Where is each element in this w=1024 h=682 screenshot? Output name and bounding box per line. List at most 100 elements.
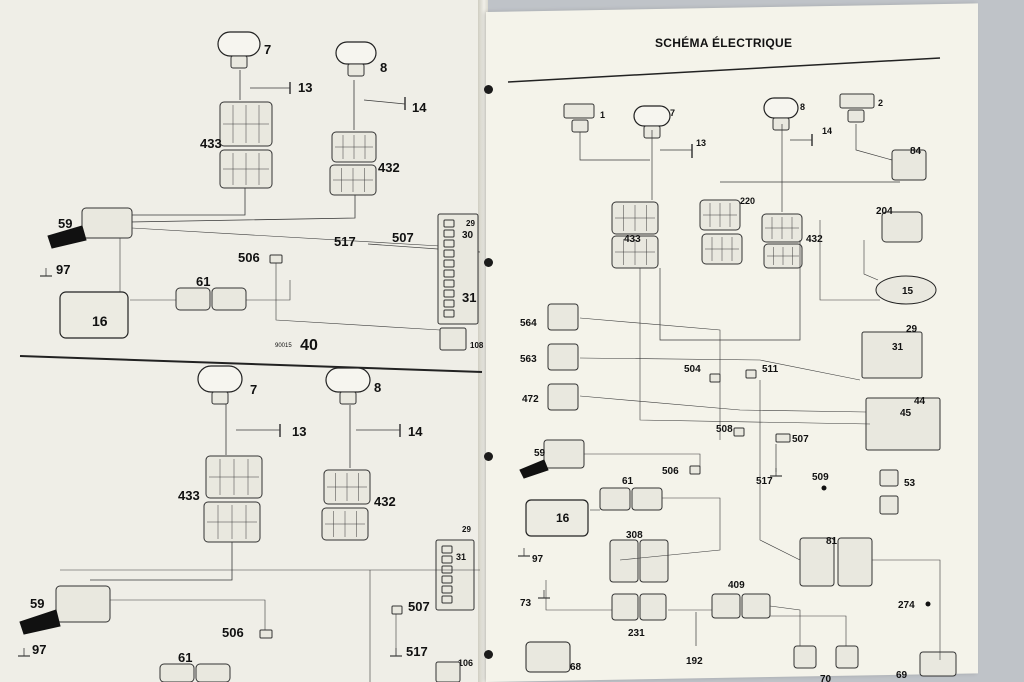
component-label: 472 xyxy=(522,394,539,405)
wire xyxy=(90,542,233,581)
lamp-socket xyxy=(571,119,589,133)
component-label: 192 xyxy=(686,656,703,667)
component-label: 308 xyxy=(626,530,643,541)
component-label: 517 xyxy=(406,644,428,659)
figure-reference-code: 90015 xyxy=(275,343,292,349)
component-label: 506 xyxy=(662,466,679,477)
component-label: 507 xyxy=(792,434,809,445)
component-label: 8 xyxy=(380,60,387,75)
wire xyxy=(131,227,441,247)
connector-block xyxy=(799,537,835,587)
lamp-socket xyxy=(211,391,229,405)
component-label: 432 xyxy=(806,234,823,245)
component-label: 13 xyxy=(696,138,706,148)
component-label: 13 xyxy=(298,80,312,95)
fuse xyxy=(443,239,455,248)
lamp-lens xyxy=(217,31,261,57)
component-label: 45 xyxy=(900,408,912,419)
component-label: 29 xyxy=(462,525,471,534)
fuse-box xyxy=(861,331,923,379)
wire xyxy=(579,317,721,440)
binder-hole xyxy=(484,452,493,461)
fuse xyxy=(441,585,453,594)
component-label: 432 xyxy=(374,494,396,509)
component-label: 7 xyxy=(250,382,257,397)
component-label: 506 xyxy=(222,625,244,640)
connector-block xyxy=(439,327,467,351)
component-label: 2 xyxy=(878,98,883,108)
lamp-socket xyxy=(230,55,248,69)
component-label: 29 xyxy=(906,324,918,335)
connector-block xyxy=(837,537,873,587)
fuse xyxy=(443,269,455,278)
component-label: 68 xyxy=(570,662,582,673)
switch-body xyxy=(81,207,133,239)
component-label: 81 xyxy=(826,536,838,547)
lamp-small xyxy=(839,93,875,109)
component-label: 14 xyxy=(412,100,427,115)
connector-block xyxy=(609,539,639,583)
relay xyxy=(175,287,211,311)
fuse xyxy=(443,289,455,298)
component-label: 508 xyxy=(716,424,733,435)
relay xyxy=(631,487,663,511)
lamp-lens xyxy=(763,97,799,119)
relay xyxy=(881,211,923,243)
component-label: 15 xyxy=(902,286,914,297)
lamp-rear xyxy=(525,641,571,673)
wire xyxy=(579,395,867,413)
lamp-small xyxy=(563,103,595,119)
connector-block xyxy=(793,645,817,669)
lamp-lens xyxy=(633,105,671,127)
component-label: 73 xyxy=(520,598,532,609)
lamp-socket xyxy=(847,109,865,123)
switch-lever xyxy=(47,225,87,249)
binder-hole xyxy=(484,258,493,267)
switch-body xyxy=(55,585,111,623)
wire xyxy=(545,580,612,611)
lamp-socket xyxy=(772,117,790,131)
component-label: 61 xyxy=(622,476,634,487)
wire xyxy=(619,497,721,561)
fuse xyxy=(259,629,273,639)
wire xyxy=(872,559,941,660)
fuse xyxy=(733,427,745,437)
wire xyxy=(275,263,441,331)
fuse xyxy=(441,565,453,574)
fuse xyxy=(391,605,403,615)
fuse xyxy=(441,575,453,584)
component-label: 432 xyxy=(378,160,400,175)
component-label: 1 xyxy=(600,110,605,120)
fuse xyxy=(441,545,453,554)
component-label: 433 xyxy=(200,136,222,151)
component-label: 563 xyxy=(520,354,537,365)
fuse xyxy=(443,309,455,318)
connector-block xyxy=(639,539,669,583)
connector-block xyxy=(919,651,957,677)
fuse xyxy=(443,299,455,308)
wire xyxy=(769,605,801,646)
relay xyxy=(195,663,231,682)
fuse xyxy=(443,259,455,268)
wire xyxy=(770,615,847,646)
wire xyxy=(579,132,650,161)
connector-block xyxy=(835,645,859,669)
component-label: 409 xyxy=(728,580,745,591)
component-label: 61 xyxy=(178,650,192,665)
component-label: 97 xyxy=(56,262,70,277)
component-label: 204 xyxy=(876,206,893,217)
relay xyxy=(741,593,771,619)
component-label: 16 xyxy=(556,511,570,525)
fuse xyxy=(443,229,455,238)
wire xyxy=(129,195,356,223)
component-label: 14 xyxy=(822,126,832,136)
wire xyxy=(246,280,291,301)
component-label: 53 xyxy=(904,478,916,489)
component-label: 433 xyxy=(178,488,200,503)
component-label: 97 xyxy=(532,554,544,565)
binder-hole xyxy=(484,650,493,659)
fuse xyxy=(269,254,283,264)
wire xyxy=(819,220,880,301)
lamp-lens xyxy=(335,41,377,65)
